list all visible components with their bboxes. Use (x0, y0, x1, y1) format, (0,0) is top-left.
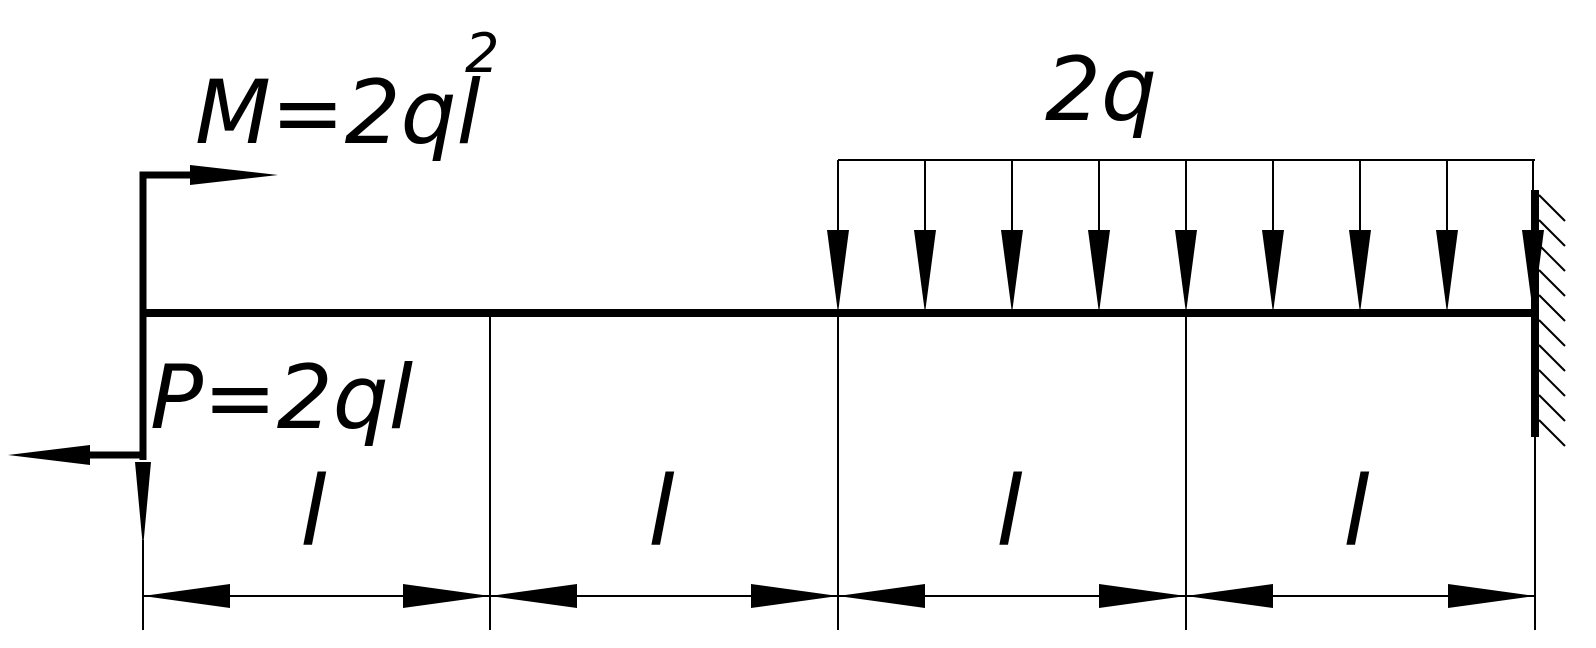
moment-arrow (139, 165, 278, 313)
load-arrow (1349, 160, 1371, 313)
extension-lines (142, 317, 1536, 630)
dimension-arrowhead (490, 584, 577, 608)
load-arrow (1175, 160, 1197, 313)
force-p-arrow (8, 313, 151, 548)
load-arrow (827, 160, 849, 313)
load-arrow (1522, 160, 1544, 313)
dimension-arrowhead (143, 584, 230, 608)
dimension-arrows (143, 584, 1535, 608)
dimension-arrowhead (403, 584, 490, 608)
load-label: 2q (1045, 38, 1157, 141)
distributed-load (827, 159, 1544, 313)
force-label: P=2ql (150, 346, 414, 449)
span-label: l (648, 456, 675, 568)
span-label: l (1343, 456, 1370, 568)
moment-label: M=2ql (195, 61, 482, 164)
load-arrow (1262, 160, 1284, 313)
fixed-support-wall (1531, 190, 1566, 447)
load-arrow (914, 160, 936, 313)
dimension-arrowhead (1448, 584, 1535, 608)
dimension-arrowhead (1186, 584, 1273, 608)
load-arrow (1088, 160, 1110, 313)
load-arrow (1001, 160, 1023, 313)
dimension-arrowhead (838, 584, 925, 608)
span-label: l (300, 456, 327, 568)
dimension-arrowhead (751, 584, 838, 608)
moment-exponent: 2 (465, 22, 499, 85)
dimension-arrowhead (1099, 584, 1186, 608)
span-label: l (996, 456, 1023, 568)
load-arrow (1436, 160, 1458, 313)
